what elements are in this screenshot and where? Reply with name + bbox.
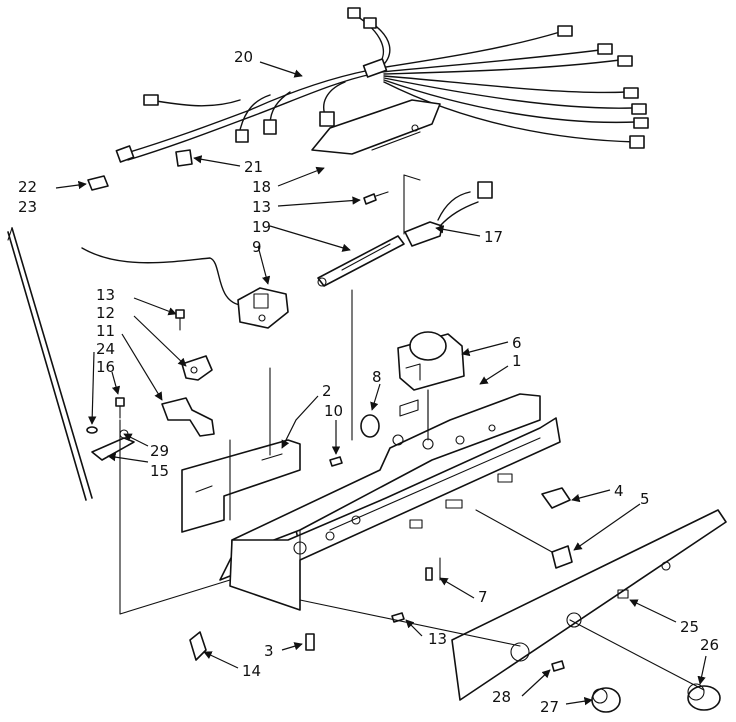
label-12: 12 bbox=[96, 304, 115, 322]
label-7: 7 bbox=[478, 588, 488, 606]
switch-4 bbox=[541, 487, 571, 509]
lever-assembly bbox=[161, 309, 215, 437]
label-21: 21 bbox=[244, 158, 263, 176]
label-16: 16 bbox=[96, 358, 115, 376]
label-6: 6 bbox=[512, 334, 522, 352]
main-housing bbox=[219, 393, 561, 611]
label-26: 26 bbox=[700, 636, 719, 654]
leader-lines bbox=[55, 61, 707, 706]
screw-top bbox=[363, 191, 389, 205]
label-8: 8 bbox=[372, 368, 382, 386]
callout-labels: 20 21 18 13 19 9 17 22 23 13 12 11 24 16… bbox=[18, 48, 719, 716]
label-20: 20 bbox=[234, 48, 253, 66]
label-9: 9 bbox=[252, 238, 262, 256]
knob-26 bbox=[687, 683, 721, 711]
label-4: 4 bbox=[614, 482, 624, 500]
screw-3 bbox=[305, 633, 315, 651]
label-14: 14 bbox=[242, 662, 261, 680]
label-1: 1 bbox=[512, 352, 522, 370]
rod-23 bbox=[7, 227, 93, 501]
label-13-top: 13 bbox=[252, 198, 271, 216]
label-25: 25 bbox=[680, 618, 699, 636]
label-28: 28 bbox=[492, 688, 511, 706]
label-22: 22 bbox=[18, 178, 37, 196]
knob-27 bbox=[591, 687, 621, 713]
relay-control bbox=[81, 247, 289, 329]
label-17: 17 bbox=[484, 228, 503, 246]
label-29: 29 bbox=[150, 442, 169, 460]
cover-bracket bbox=[311, 99, 441, 155]
wire-harness bbox=[115, 7, 649, 163]
screw-7 bbox=[425, 567, 433, 581]
label-24: 24 bbox=[96, 340, 115, 358]
screw-10 bbox=[329, 456, 343, 467]
label-5: 5 bbox=[640, 490, 650, 508]
clip-22 bbox=[87, 175, 109, 191]
clip-28 bbox=[551, 660, 565, 672]
clip-14 bbox=[189, 631, 207, 661]
clip-21 bbox=[175, 149, 193, 167]
label-13-mid: 13 bbox=[96, 286, 115, 304]
label-10: 10 bbox=[324, 402, 343, 420]
bracket-2 bbox=[181, 367, 301, 533]
switch-5 bbox=[551, 545, 573, 569]
label-23: 23 bbox=[18, 198, 37, 216]
label-19: 19 bbox=[252, 218, 271, 236]
defrost-component bbox=[403, 174, 493, 247]
label-11: 11 bbox=[96, 322, 115, 340]
label-15: 15 bbox=[150, 462, 169, 480]
shaft bbox=[317, 235, 405, 287]
label-3: 3 bbox=[264, 642, 274, 660]
label-13-bottom: 13 bbox=[428, 630, 447, 648]
label-27: 27 bbox=[540, 698, 559, 716]
control-panel bbox=[451, 509, 727, 701]
label-2: 2 bbox=[322, 382, 332, 400]
knob-8 bbox=[360, 414, 380, 438]
label-18: 18 bbox=[252, 178, 271, 196]
lever-15 bbox=[86, 397, 135, 461]
